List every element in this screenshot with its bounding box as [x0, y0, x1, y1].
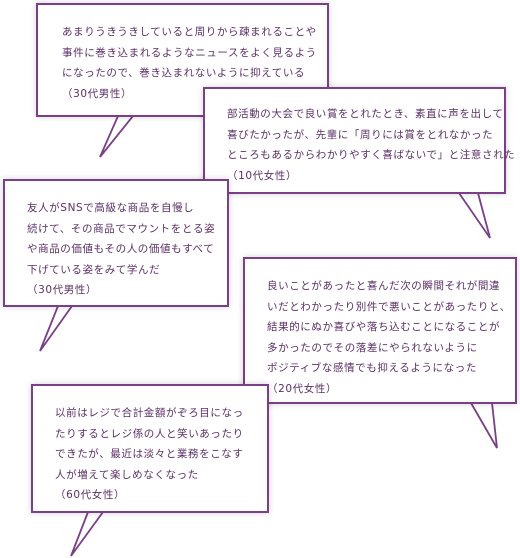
comment-attribution: （60代女性） [55, 489, 126, 501]
comment-bubble-5: 以前はレジで合計金額がぞろ目になっ たりするとレジ係の人と笑いあったり できたが… [31, 384, 269, 513]
comment-attribution: （20代女性） [267, 382, 338, 395]
comment-line: 友人がSNSで高級な商品を自慢し [27, 202, 195, 214]
comment-line: 結果的にぬか喜びや落ち込むことになることが [267, 321, 501, 333]
comment-line: 多かったのでその落差にやられないように [267, 341, 478, 354]
comment-line: できたが、最近は淡々と業務をこなす [55, 448, 244, 460]
comment-bubble-2: 部活動の大会で良い賞をとれたとき、素直に声を出して 喜びたかったが、先輩に「周り… [203, 87, 516, 194]
comment-line: 喜びたかったが、先輩に「周りには賞をとれなかった [227, 128, 494, 141]
comment-line: や商品の価値もその人の価値もすべて [27, 243, 215, 255]
comment-line: たりするとレジ係の人と笑いあったり [55, 427, 244, 440]
comment-line: 人が増えて楽しめなくなった [55, 468, 199, 481]
comment-line: 良いことがあったと喜んだ次の瞬間それが間違 [267, 280, 501, 292]
comment-line: ポジティブな感情でも抑えるようになった [267, 362, 477, 374]
comment-line: 続けて、その商品でマウントをとる姿 [27, 222, 216, 235]
tail-4 [470, 402, 498, 449]
comment-bubble-4: 良いことがあったと喜んだ次の瞬間それが間違 いだとわかったり別件で悪いことがあっ… [243, 257, 517, 404]
comment-attribution: （30代男性） [62, 87, 133, 100]
comment-line: ところもあるからわかりやすく喜ばないで」と注意された [227, 149, 516, 161]
comment-bubble-3: 友人がSNSで高級な商品を自慢し 続けて、その商品でマウントをとる姿 や商品の価… [3, 179, 229, 307]
comment-line: 事件に巻き込まれるようなニュースをよく見るよう [62, 46, 317, 59]
tail-3 [39, 305, 73, 352]
comment-line: 以前はレジで合計金額がぞろ目になっ [55, 407, 244, 419]
comment-line: 下げている姿をみて学んだ [27, 263, 161, 276]
comment-line: になったので、巻き込まれないように抑えている [62, 67, 306, 79]
comment-attribution: （30代男性） [27, 284, 98, 296]
comment-line: あまりうきうきしていると周りから疎まれることや [62, 26, 317, 38]
comment-attribution: （10代女性） [227, 169, 298, 182]
tail-1 [99, 115, 134, 158]
comment-line: いだとわかったり別件で悪いことがあったりと、 [267, 300, 511, 313]
tail-5 [70, 511, 104, 557]
comment-line: 部活動の大会で良い賞をとれたとき、素直に声を出して [227, 108, 504, 120]
tail-2 [458, 192, 491, 239]
